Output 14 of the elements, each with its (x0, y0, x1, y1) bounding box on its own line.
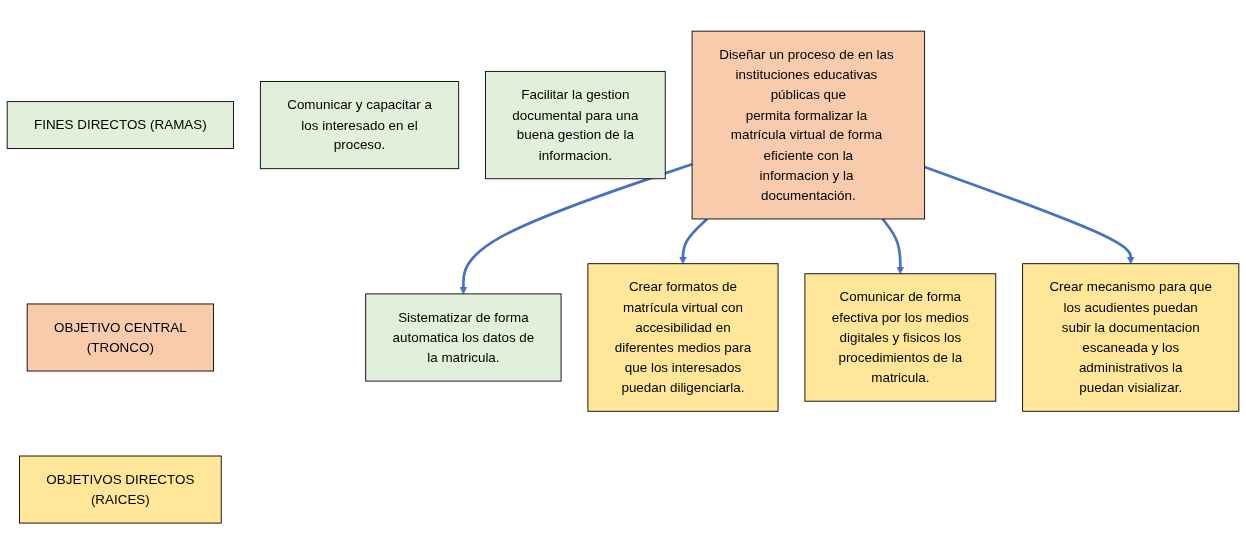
node-box: Comunicar y capacitar a los interesado en el proceso. (259, 80, 460, 169)
node-box: Diseñar un proceso de en las instituciones educativas públicas que permita formalizar la matrícula virtual de forma eficiente con la informacion y la documentación. (691, 30, 926, 220)
node-box: Facilitar la gestion documental para una buena gestion de la informacion. (485, 70, 666, 180)
node-box: OBJETIVOS DIRECTOS (RAICES) (19, 455, 222, 524)
node-box: FINES DIRECTOS (RAMAS) (6, 101, 234, 149)
arrow (924, 165, 1135, 264)
node-box: Crear mecanismo para que los acudientes puedan subir la documentacion escaneada y los administrativos la puedan visializar. (1022, 263, 1240, 412)
node-box: Comunicar de forma efectiva por los medios digitales y fisicos los procedimientos de la matricula. (804, 273, 997, 402)
arrow (881, 218, 905, 274)
arrow (459, 162, 693, 295)
arrow (679, 217, 708, 264)
node-box: Sistematizar de forma automatica los datos de la matricula. (365, 293, 562, 382)
node-box: Crear formatos de matrícula virtual con accesibilidad en diferentes medios para que los interesados puedan diligenciarla. (587, 263, 779, 412)
node-box: OBJETIVO CENTRAL (TRONCO) (26, 303, 214, 372)
